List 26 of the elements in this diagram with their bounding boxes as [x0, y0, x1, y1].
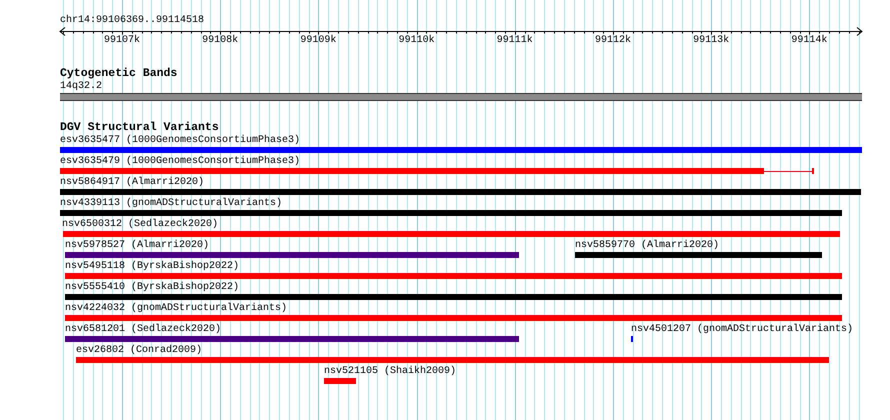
track-heading: DGV Structural Variants [60, 121, 219, 134]
feature-label: nsv6581201 (Sedlazeck2020) [65, 324, 222, 336]
tick-label: 99114k [791, 35, 828, 47]
tick-label: 99113k [693, 35, 730, 47]
feature-label: nsv5864917 (Almarri2020) [60, 177, 204, 189]
tick-label: 99112k [595, 35, 631, 47]
feature-label: esv3635477 (1000GenomesConsortiumPhase3) [60, 135, 300, 147]
feature-label: esv26802 (Conrad2009) [76, 345, 202, 357]
feature-label: nsv5859770 (Almarri2020) [575, 240, 720, 252]
tick-label: 99110k [398, 35, 435, 47]
feature-label: esv3635479 (1000GenomesConsortiumPhase3) [60, 156, 300, 168]
feature-label: nsv521105 (Shaikh2009) [324, 366, 456, 378]
tick-label: 99111k [496, 35, 533, 47]
feature-label: nsv5495118 (ByrskaBishop2022) [65, 261, 240, 273]
locus-label: chr14:99106369..99114518 [60, 15, 204, 27]
feature-label: nsv5978527 (Almarri2020) [65, 240, 210, 252]
band-label: 14q32.2 [60, 81, 102, 93]
feature-label: nsv5555410 (ByrskaBishop2022) [65, 282, 240, 294]
track-heading: Cytogenetic Bands [60, 67, 178, 80]
tick-label: 99109k [300, 35, 336, 47]
tick-label: 99108k [202, 35, 238, 47]
feature-label: nsv4339113 (gnomADStructuralVariants) [60, 198, 282, 210]
feature-label: nsv6500312 (Sedlazeck2020) [62, 219, 218, 231]
tick-label: 99107k [104, 35, 140, 47]
feature-label: nsv4501207 (gnomADStructuralVariants) [631, 324, 854, 336]
feature-label: nsv4224032 (gnomADStructuralVariants) [65, 303, 288, 315]
